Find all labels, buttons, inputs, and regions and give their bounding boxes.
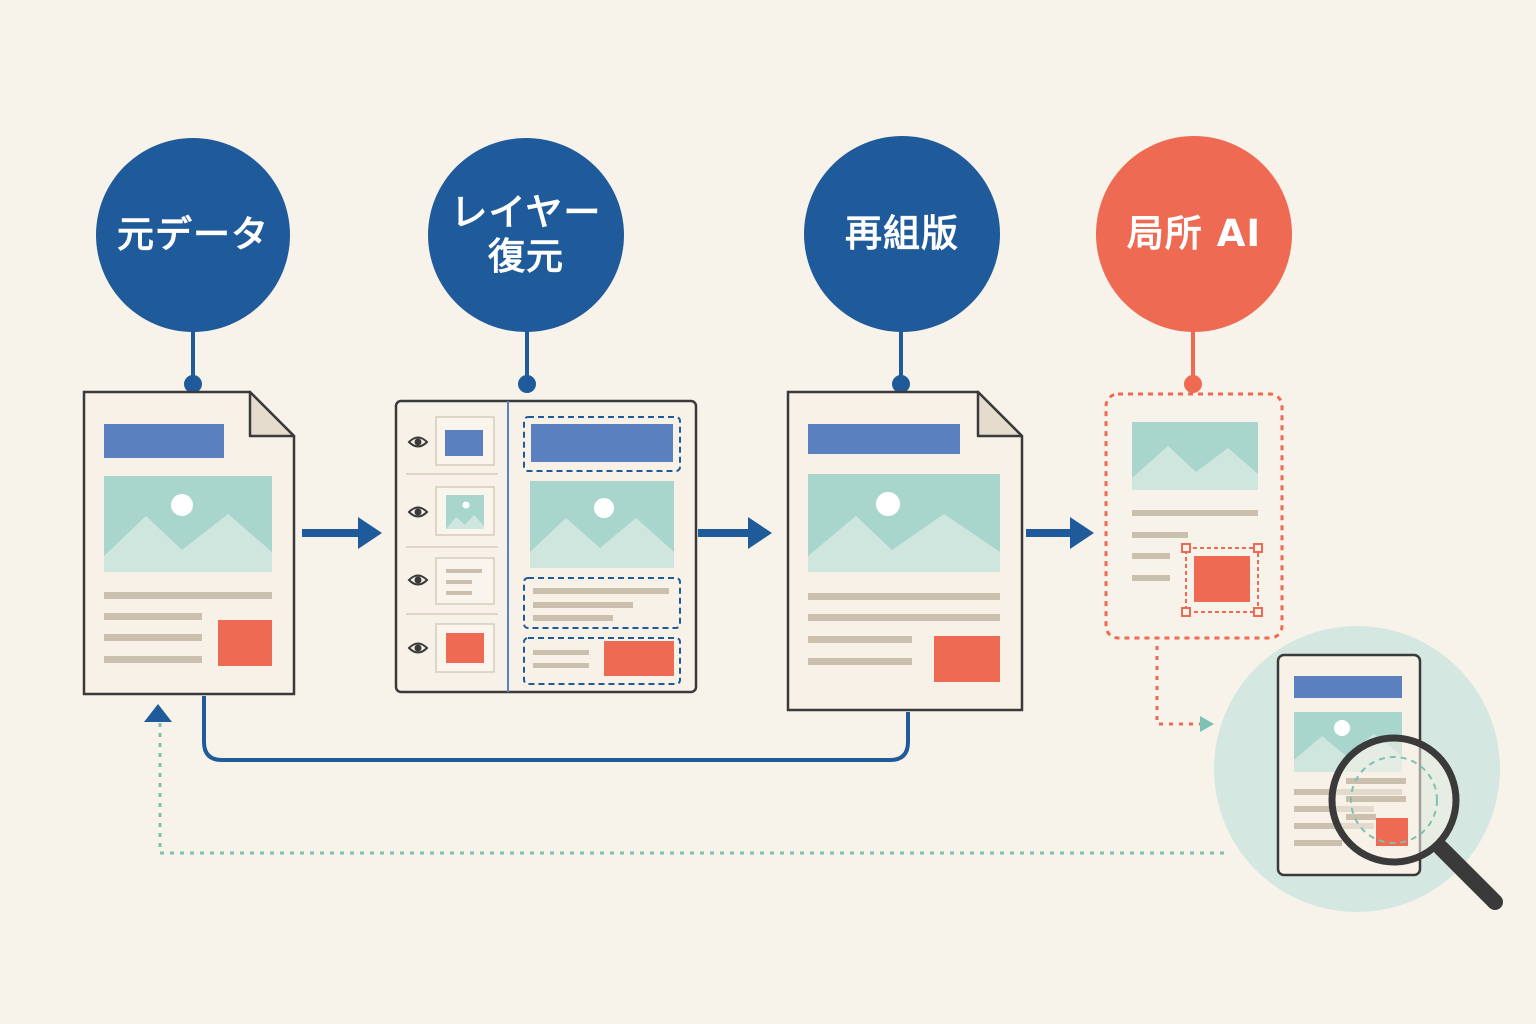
flow-arrow-2 bbox=[698, 517, 772, 549]
step-circle-layer-restore: レイヤー 復元 bbox=[428, 138, 624, 332]
return-arrow bbox=[144, 704, 172, 722]
image-placeholder-icon bbox=[104, 476, 272, 572]
inspection-view bbox=[1214, 626, 1503, 912]
flow-arrow-3 bbox=[1026, 517, 1094, 549]
source-document bbox=[82, 390, 296, 696]
step-label: 元データ bbox=[117, 213, 269, 256]
step-circle-local-ai: 局所 AI bbox=[1096, 136, 1292, 332]
flow-arrow-1 bbox=[302, 517, 382, 549]
feedback-loop bbox=[202, 696, 910, 762]
header-bar bbox=[104, 424, 224, 458]
step-label: 局所 AI bbox=[1126, 212, 1262, 255]
eye-icon bbox=[407, 574, 429, 586]
step-label: レイヤー 復元 bbox=[450, 191, 602, 278]
ai-to-inspection-connector bbox=[1155, 646, 1200, 726]
eye-icon bbox=[407, 436, 429, 448]
layer-panel bbox=[394, 399, 698, 694]
return-path bbox=[158, 720, 1224, 855]
retypeset-document bbox=[786, 390, 1024, 712]
step-circle-retypeset: 再組版 bbox=[804, 136, 1000, 332]
eye-icon bbox=[407, 506, 429, 518]
local-ai-document bbox=[1104, 392, 1284, 640]
step-connectors bbox=[184, 328, 910, 393]
step-circle-source-data: 元データ bbox=[96, 138, 290, 332]
step-label: 再組版 bbox=[845, 212, 959, 255]
image-placeholder-icon bbox=[808, 474, 1000, 572]
eye-icon bbox=[407, 642, 429, 654]
step-connector-ai bbox=[1184, 328, 1202, 393]
image-placeholder-icon bbox=[1132, 422, 1258, 490]
magnifier-icon bbox=[1328, 734, 1503, 910]
